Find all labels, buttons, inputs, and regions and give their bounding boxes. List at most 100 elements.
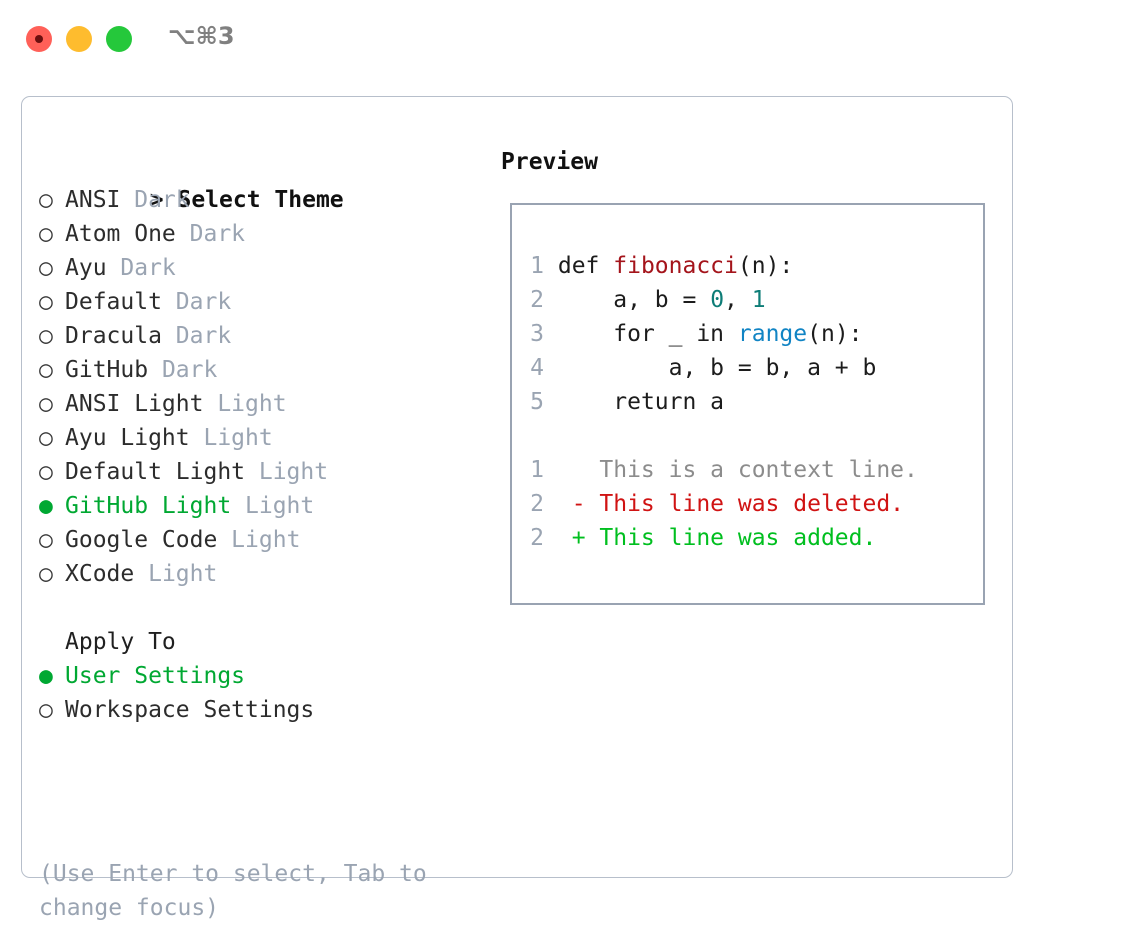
theme-list-title-text: Select Theme: [177, 187, 344, 213]
theme-list-item[interactable]: ○ Ayu Dark: [39, 251, 489, 285]
code-token: for _ in: [557, 321, 738, 347]
radio-unselected-icon: ○: [39, 561, 53, 587]
keyboard-hint-text: (Use Enter to select, Tab to change focu…: [39, 861, 427, 921]
theme-list-item[interactable]: ○Dracula Dark: [39, 319, 489, 353]
theme-list-title: > Select Theme: [39, 149, 489, 213]
code-gutter-space: [544, 389, 558, 415]
diff-text: This is a context line.: [599, 457, 918, 483]
maximize-icon[interactable]: [106, 26, 132, 52]
theme-name: Default Light: [65, 459, 246, 485]
code-preview: 1 def fibonacci(n):2 a, b = 0, 1 3 for _ …: [530, 249, 918, 555]
list-spacer: [39, 591, 489, 625]
line-number: 5: [530, 389, 544, 415]
radio-unselected-icon: ○: [39, 255, 53, 281]
code-token: 0: [710, 287, 725, 313]
radio-unselected-icon: ○: [39, 289, 53, 315]
theme-variant-badge: Light: [203, 391, 287, 417]
preview-panel: 1 def fibonacci(n):2 a, b = 0, 1 3 for _ …: [510, 203, 985, 605]
theme-name: ANSI Light: [65, 391, 204, 417]
radio-unselected-icon: ○: [39, 391, 53, 417]
code-gutter-space: [544, 321, 558, 347]
preview-label: Preview: [501, 149, 598, 175]
code-line: 4 a, b = b, a + b: [530, 351, 918, 385]
theme-list-item[interactable]: ○ANSI Dark: [39, 183, 489, 217]
diff-line: 2 + This line was added.: [530, 521, 918, 555]
theme-list-item[interactable]: ○Atom One Dark: [39, 217, 489, 251]
theme-list-item[interactable]: ○ Default Dark: [39, 285, 489, 319]
radio-unselected-icon: ○: [39, 459, 53, 485]
diff-marker: [544, 457, 599, 483]
theme-name: Google Code: [65, 527, 218, 553]
line-number: 2: [530, 287, 544, 313]
theme-name: XCode: [65, 561, 135, 587]
radio-selected-icon: ●: [39, 663, 53, 689]
minimize-icon[interactable]: [66, 26, 92, 52]
theme-list-item[interactable]: ○ Ayu Light Light: [39, 421, 489, 455]
code-gutter-space: [544, 253, 558, 279]
diff-line: 2 - This line was deleted.: [530, 487, 918, 521]
theme-name: Ayu: [65, 255, 107, 281]
theme-list-item[interactable]: ○ Google Code Light: [39, 523, 489, 557]
theme-variant-badge: Light: [217, 527, 301, 553]
close-icon[interactable]: [26, 26, 52, 52]
diff-marker: +: [544, 525, 600, 551]
theme-variant-badge: Light: [134, 561, 218, 587]
theme-name: Ayu Light: [65, 425, 190, 451]
code-token: 1: [751, 287, 766, 313]
theme-list-title-prefix: >: [149, 187, 178, 213]
radio-selected-icon: ●: [39, 493, 53, 519]
code-token: range: [737, 321, 808, 347]
code-line: 2 a, b = 0, 1: [530, 283, 918, 317]
theme-variant-badge: Dark: [161, 289, 232, 315]
code-blank-line: [530, 419, 918, 453]
theme-name: Dracula: [65, 323, 162, 349]
radio-unselected-icon: ○: [39, 697, 53, 723]
radio-unselected-icon: ○: [39, 221, 53, 247]
code-token: ,: [724, 287, 752, 313]
diff-marker: -: [544, 491, 600, 517]
line-number: 4: [530, 355, 544, 381]
theme-list-item[interactable]: ●GitHub Light Light: [39, 489, 489, 523]
line-number: 2: [530, 525, 544, 551]
content-card: > Select Theme ○ANSI Dark○Atom One Dark○…: [21, 96, 1013, 921]
apply-to-list: ● User Settings ○ Workspace Settings: [39, 659, 489, 727]
diff-text: This line was added.: [599, 525, 877, 551]
line-number: 3: [530, 321, 544, 347]
apply-to-option-label: User Settings: [65, 663, 246, 689]
radio-unselected-icon: ○: [39, 527, 53, 553]
code-token: (n):: [737, 253, 794, 279]
radio-unselected-icon: ○: [39, 425, 53, 451]
apply-to-option[interactable]: ○ Workspace Settings: [39, 693, 489, 727]
theme-selector-pane: > Select Theme ○ANSI Dark○Atom One Dark○…: [39, 149, 489, 727]
line-number: 1: [530, 253, 544, 279]
theme-variant-badge: Dark: [175, 221, 246, 247]
theme-list-item[interactable]: ○ XCode Light: [39, 557, 489, 591]
apply-to-title: Apply To: [65, 629, 176, 655]
title-bar: ⌥⌘3: [0, 0, 1140, 78]
theme-list-item[interactable]: ○ Default Light Light: [39, 455, 489, 489]
theme-variant-badge: Light: [245, 459, 329, 485]
line-number: 2: [530, 491, 544, 517]
code-token: a, b = b, a + b: [557, 355, 877, 381]
theme-variant-badge: Dark: [106, 255, 176, 281]
radio-unselected-icon: ○: [39, 357, 53, 383]
diff-line: 1 This is a context line.: [530, 453, 918, 487]
theme-variant-badge: Dark: [148, 357, 218, 383]
line-number: 1: [530, 457, 544, 483]
code-line: 5 return a: [530, 385, 918, 419]
theme-variant-badge: Dark: [161, 323, 232, 349]
theme-list-item[interactable]: ○ ANSI Light Light: [39, 387, 489, 421]
theme-variant-badge: Dark: [120, 187, 190, 213]
diff-text: This line was deleted.: [599, 491, 905, 517]
theme-list-item[interactable]: ○ GitHub Dark: [39, 353, 489, 387]
theme-variant-badge: Light: [189, 425, 273, 451]
theme-name: GitHub: [65, 357, 149, 383]
code-line: 1 def fibonacci(n):: [530, 249, 918, 283]
theme-name: Default: [65, 289, 162, 315]
diff-block: 1 This is a context line.2 - This line w…: [530, 453, 918, 555]
theme-name: GitHub Light: [65, 493, 232, 519]
radio-unselected-icon: ○: [39, 187, 53, 213]
apply-to-option[interactable]: ● User Settings: [39, 659, 489, 693]
apply-to-option-label: Workspace Settings: [65, 697, 315, 723]
